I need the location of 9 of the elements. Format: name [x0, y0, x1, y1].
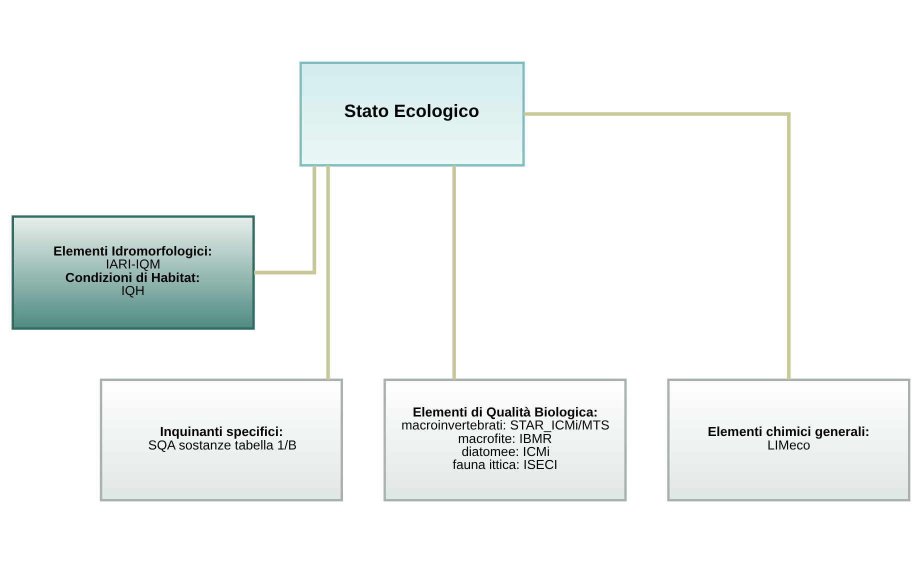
connector [524, 112, 791, 379]
connector [326, 164, 330, 380]
connector [254, 165, 316, 274]
node-box: Inquinanti specifici: SQA sostanze tabella 1/B [100, 378, 343, 501]
connector [452, 164, 456, 380]
node-box: Elementi Idromorfologici: IARI-IQM Condizioni di Habitat: IQH [12, 214, 255, 330]
node-box: Elementi chimici generali: LIMeco [667, 378, 910, 501]
node-box: Elementi di Qualità Biologica: macroinvertebrati: STAR_ICMi/MTS macrofite: IBMR diatomee: ICMi fauna ittica: ISECI [384, 378, 627, 501]
node-box: Stato Ecologico [299, 61, 525, 166]
